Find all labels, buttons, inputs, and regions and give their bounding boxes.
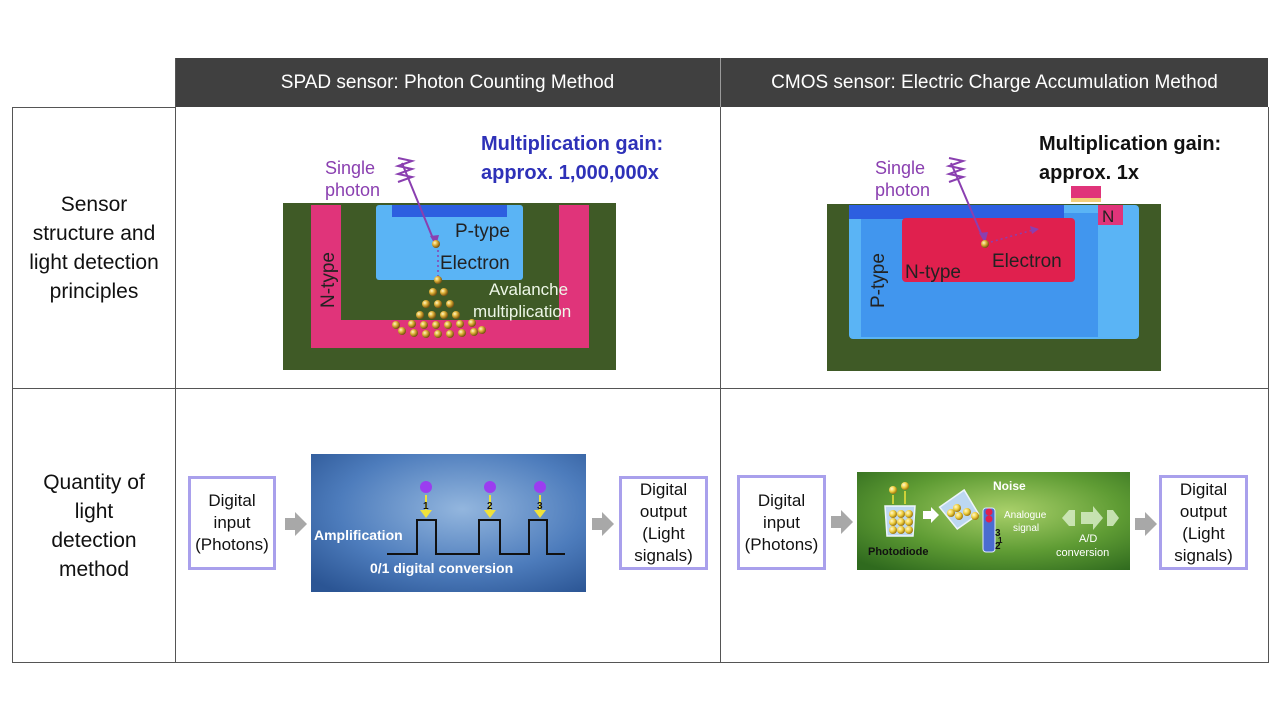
grid-middle-line [12, 388, 1269, 389]
spad-output-line2: output [639, 502, 688, 521]
cmos-p-type-top [849, 205, 1064, 219]
spad-output-line3: (Light [642, 524, 685, 543]
cmos-analogue-line2: signal [1013, 523, 1039, 534]
cmos-output-line4: signals) [1174, 545, 1233, 565]
spad-p-type-top [392, 205, 507, 217]
cmos-digital-output-box: Digital output (Light signals) [1159, 475, 1248, 570]
cmos-noise-label: Noise [993, 479, 1026, 493]
cmos-column-header: CMOS sensor: Electric Charge Accumulatio… [721, 58, 1268, 107]
spad-input-line1: Digital [208, 491, 256, 510]
cmos-single-photon-line2: photon [875, 180, 930, 200]
cmos-output-line3: (Light [1182, 523, 1225, 543]
row-label-method: Quantity of light detection method [43, 470, 145, 581]
spad-single-photon-line1: Single [325, 158, 375, 178]
spad-output-line1: Digital [639, 480, 688, 499]
photodiode-label: Photodiode [868, 546, 929, 558]
spad-electron [432, 240, 440, 248]
spad-digital-output-box: Digital output (Light signals) [619, 476, 708, 570]
spad-n-type-label: N-type [318, 252, 339, 308]
cmos-electron [981, 240, 989, 248]
cmos-output-arrow [1135, 512, 1157, 536]
spad-p-type-label: P-type [455, 221, 510, 242]
spad-digital-input-box: Digital input (Photons) [188, 476, 276, 570]
spad-conversion-label: 0/1 digital conversion [370, 560, 513, 576]
row-label-structure: Sensor structure and light detection pri… [29, 193, 159, 303]
cmos-gate [1071, 186, 1101, 200]
cmos-input-line2: input [763, 512, 800, 532]
spad-avalanche-line2: multiplication [473, 302, 571, 321]
cmos-output-line2: output [1179, 501, 1228, 521]
spad-photon-arrow [401, 162, 435, 242]
cmos-gain-line2: approx. 1x [1039, 162, 1139, 184]
cmos-level-3: 3 [995, 528, 1001, 539]
cmos-ad-line1: A/D [1079, 533, 1097, 545]
grid-left-line [12, 107, 13, 663]
spad-gain-line1: Multiplication gain: [481, 133, 663, 155]
spad-output-arrow [592, 512, 614, 536]
header-divider [720, 58, 721, 107]
spad-avalanche-electrons [392, 276, 486, 338]
spad-input-line2: input [213, 513, 251, 532]
cmos-input-line1: Digital [757, 490, 806, 510]
cmos-input-arrow [831, 510, 853, 534]
grid-right-line [1268, 107, 1269, 663]
cmos-level-1: 1 [998, 536, 1003, 545]
cmos-electron-label: Electron [992, 251, 1062, 272]
spad-input-arrow [285, 512, 307, 536]
cmos-analogue-line1: Analogue [1004, 510, 1047, 521]
spad-amplification-label: Amplification [314, 527, 403, 543]
spad-column-header: SPAD sensor: Photon Counting Method [175, 58, 720, 107]
grid-top-line [12, 107, 176, 108]
grid-col1-line [175, 58, 176, 663]
spad-gain-line2: approx. 1,000,000x [481, 162, 659, 184]
cmos-output-line1: Digital [1179, 479, 1228, 499]
grid-bottom-line [12, 662, 1269, 663]
spad-structure-diagram: N-type P-type Electron Avalanche multipl… [283, 133, 663, 370]
cmos-structure-diagram: P-type N-type Electron N Single photon M… [827, 133, 1221, 371]
spad-pulse-1: 1 [423, 501, 429, 512]
spad-output-line4: signals) [634, 546, 693, 565]
cmos-n-type-region [902, 218, 1075, 282]
cmos-level-2: 2 [995, 541, 1001, 552]
cmos-photon-wave [945, 157, 967, 183]
spad-p-type-region [376, 205, 523, 280]
spad-photon-wave [394, 157, 416, 183]
photodiode-bucket-icon [884, 482, 916, 537]
cmos-pour-arrow [923, 507, 939, 523]
cmos-single-photon-line1: Single [875, 158, 925, 178]
spad-photon-markers [420, 481, 546, 518]
spad-avalanche-line1: Avalanche [489, 280, 568, 299]
grid-col2-line [720, 107, 721, 663]
cmos-digital-input-box: Digital input (Photons) [737, 475, 826, 570]
cmos-photon-arrow [950, 162, 984, 239]
cmos-n-type-label: N-type [905, 262, 961, 283]
spad-conversion-panel: 1 2 3 Amplification 0/1 digital conversi… [311, 454, 586, 592]
cmos-gain-line1: Multiplication gain: [1039, 133, 1221, 155]
cmos-ad-line2: conversion [1056, 547, 1109, 559]
spad-electron-label: Electron [440, 253, 510, 274]
cmos-n-small [1098, 205, 1123, 225]
spad-pulse-signal [387, 519, 565, 555]
cmos-conversion-panel: Photodiode 3 2 1 Noise Analogue signal A… [857, 472, 1130, 570]
spad-single-photon-line2: photon [325, 180, 380, 200]
ad-conversion-arrows-icon [1062, 506, 1119, 530]
spad-pulse-2: 2 [487, 501, 493, 512]
cmos-n-label: N [1102, 207, 1114, 226]
cmos-p-type-label: P-type [868, 253, 889, 308]
spad-input-line3: (Photons) [195, 535, 269, 554]
cmos-input-line3: (Photons) [744, 534, 819, 554]
spad-pulse-3: 3 [537, 501, 543, 512]
